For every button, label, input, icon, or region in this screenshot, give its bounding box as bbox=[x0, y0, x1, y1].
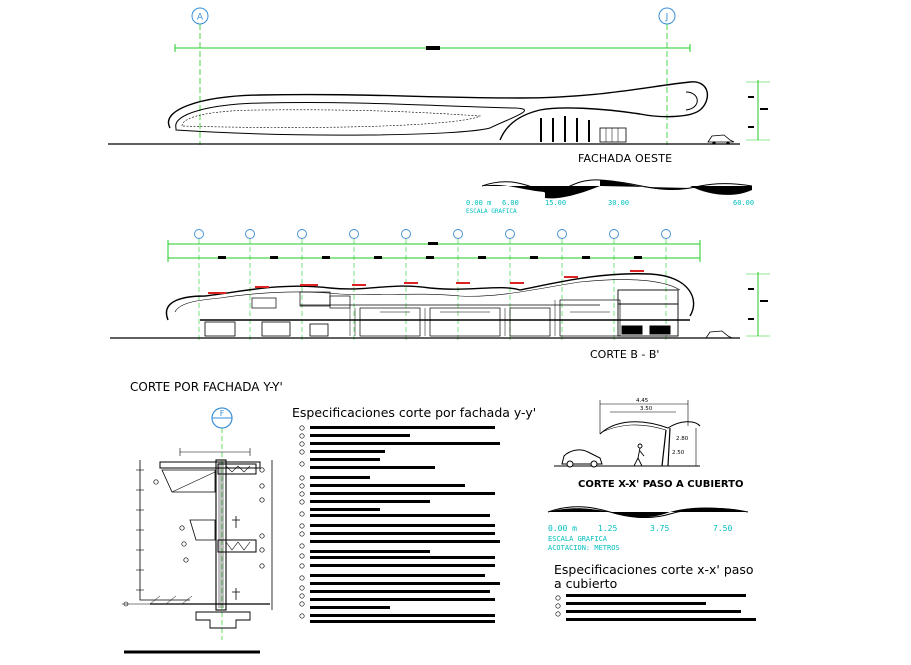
scale-bottom-tick-0: 0.00 m bbox=[548, 524, 577, 533]
scale-top-caption: ESCALA GRAFICA bbox=[466, 208, 517, 215]
section-height-dims bbox=[746, 272, 770, 337]
dim-canopy-width: 4.45 bbox=[636, 398, 649, 404]
graphic-scale-bottom bbox=[547, 506, 749, 519]
building-shell-elevation bbox=[167, 81, 709, 141]
scale-bottom-caption2: ACOTACION: METROS bbox=[548, 544, 620, 552]
spec-list-xx bbox=[555, 594, 756, 621]
scale-bottom-caption: ESCALA GRAFICA bbox=[548, 535, 608, 543]
section-axis-bubbles bbox=[194, 229, 671, 239]
dim-canopy-height2: 2.50 bbox=[672, 450, 685, 456]
scale-top-tick-0: 0.00 m bbox=[466, 199, 492, 207]
axis-bubble-f-label: F bbox=[220, 409, 225, 418]
axis-bubble-f: F bbox=[211, 407, 233, 429]
scale-bottom-tick-3: 7.50 bbox=[713, 524, 733, 533]
axis-bubble-a-label: A bbox=[197, 13, 204, 23]
scale-top-tick-1: 6.00 bbox=[502, 199, 519, 207]
corte-b bbox=[110, 229, 770, 340]
section-roof-inner bbox=[174, 279, 681, 313]
axis-bubble-j-label: J bbox=[665, 13, 669, 23]
dim-canopy-height: 2.80 bbox=[676, 436, 689, 442]
title-corte-b: CORTE B - B' bbox=[590, 348, 660, 361]
axis-bubble-a: A bbox=[191, 7, 209, 145]
section-roof-accents bbox=[208, 270, 644, 294]
axis-bubble-j: J bbox=[658, 7, 676, 145]
section-axis-lines bbox=[198, 239, 667, 340]
section-dimension-chain bbox=[167, 240, 701, 262]
elevation-car-icon bbox=[707, 134, 735, 145]
spec-list-yy bbox=[299, 425, 500, 623]
section-roof bbox=[165, 273, 695, 321]
graphic-scale-top bbox=[481, 179, 753, 199]
title-corte-xx: CORTE X-X' PASO A CUBIERTO bbox=[578, 479, 744, 490]
section-car-icon bbox=[705, 330, 733, 339]
corte-fachada-detail: F bbox=[122, 407, 273, 640]
canopy-person-icon bbox=[633, 443, 645, 467]
overall-dimension bbox=[174, 44, 691, 52]
scale-bottom-tick-1: 1.25 bbox=[598, 524, 618, 533]
scale-top-tick-3: 30.00 bbox=[608, 199, 630, 207]
section-hatch bbox=[349, 300, 610, 336]
canopy-car-icon bbox=[561, 449, 603, 468]
corte-xx-canopy: 4.45 3.50 2.80 2.50 bbox=[554, 398, 701, 468]
fachada-oeste: A J bbox=[108, 7, 770, 145]
title-corte-fachada: CORTE POR FACHADA Y-Y' bbox=[130, 380, 283, 394]
title-fachada-oeste: FACHADA OESTE bbox=[578, 152, 673, 165]
elevation-columns bbox=[540, 116, 627, 143]
dim-canopy-inner: 3.50 bbox=[640, 406, 653, 412]
title-especificaciones-yy: Especificaciones corte por fachada y-y' bbox=[292, 405, 537, 420]
scale-bottom-tick-2: 3.75 bbox=[650, 524, 670, 533]
scale-top-tick-4: 60.00 bbox=[733, 199, 755, 207]
section-floors bbox=[200, 289, 690, 337]
elevation-height-dims bbox=[746, 80, 770, 141]
title-especificaciones-xx: Especificaciones corte x-x' paso a cubie… bbox=[554, 562, 754, 591]
scale-top-tick-2: 15.00 bbox=[545, 199, 567, 207]
